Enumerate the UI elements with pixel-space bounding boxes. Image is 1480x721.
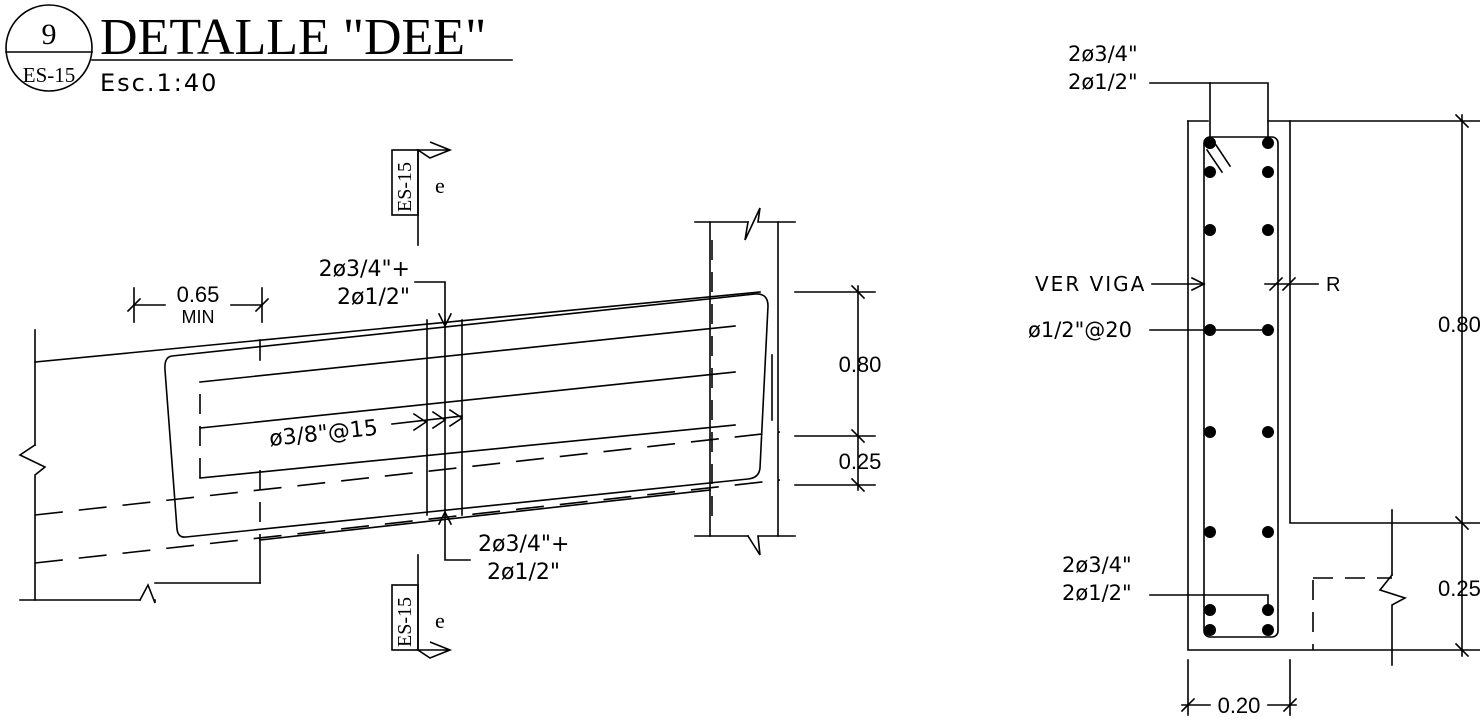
rebar-dot (1204, 137, 1216, 149)
leader-bottom-rebar (444, 513, 471, 561)
section-bottom-rebar-1: 2ø3/4" (1062, 553, 1132, 577)
cut-arrow-top (415, 141, 453, 159)
rebar-bottom (199, 424, 736, 479)
rebar-dot (1262, 624, 1274, 636)
section-stirrup (1203, 136, 1279, 638)
rebar-dot (1204, 604, 1216, 616)
rebar-top (199, 325, 736, 383)
beam-web-face (1289, 120, 1480, 524)
section-dim-depth: 0.80 (1438, 312, 1480, 337)
break-mark-column-bottom (746, 534, 796, 556)
break-mark-column-top (744, 207, 796, 241)
callout-top-rebar-1: 2ø3/4"+ (319, 257, 410, 282)
dim-beam-depth: 0.80 (839, 352, 882, 377)
section-rebars (1204, 137, 1274, 636)
section-dim-width: 0.20 (1218, 693, 1261, 718)
beam-bottom-dashed (34, 479, 781, 564)
dim-slab-depth: 0.25 (839, 449, 882, 474)
section-top-rebar-2: 2ø1/2" (1068, 70, 1138, 94)
cut-arrow-bottom (415, 641, 453, 659)
detail-bubble (5, 4, 93, 92)
detail-number: 9 (42, 18, 57, 51)
rebar-dot (1262, 166, 1274, 178)
slab-top-edge (34, 291, 761, 363)
callout-bottom-rebar-1: 2ø3/4"+ (478, 532, 569, 557)
rebar-dot (1204, 624, 1216, 636)
leader-top-rebar (414, 281, 446, 325)
beam-section: 2ø3/4" 2ø1/2" 2ø3/4" 2ø1/2" VER VIGA ø1/… (1028, 42, 1480, 718)
break-mark-left (18, 443, 47, 601)
rebar-dot (1262, 137, 1274, 149)
callout-stirrups: ø3/8"@15 (268, 416, 379, 452)
section-top-rebar-1: 2ø3/4" (1068, 42, 1138, 66)
cut-tag-bottom (391, 584, 419, 651)
detail-scale: Esc.1:40 (100, 69, 218, 97)
rebar-dot (1204, 526, 1216, 538)
dim-anchorage-length: 0.65 (177, 282, 220, 307)
slab-bottom-dashed (34, 431, 781, 516)
title-block: 9 ES-15 DETALLE "DEE" Esc.1:40 (5, 4, 513, 97)
section-ref-beam: VER VIGA (1035, 272, 1146, 296)
leader-section-bottom (1149, 594, 1269, 613)
section-dim-slab: 0.25 (1438, 576, 1480, 601)
rebar-dot (1204, 166, 1216, 178)
cut-sheet-bottom: ES-15 (394, 597, 416, 647)
section-cover: R (1326, 274, 1340, 296)
beam-elevation: ES-15 e ES-15 e 2ø3/4"+ 2ø1/2" 2ø3/4"+ 2… (18, 141, 882, 659)
rebar-dot (1262, 526, 1274, 538)
rebar-mid (199, 371, 736, 429)
section-side-bars: ø1/2"@20 (1028, 318, 1132, 342)
section-outline (1187, 120, 1480, 651)
cut-label-bottom: e (435, 608, 445, 633)
cut-tag-top (391, 149, 419, 216)
leader-stirrups (391, 415, 463, 425)
rebar-dot (1262, 224, 1274, 236)
section-bottom-rebar-2: 2ø1/2" (1062, 581, 1132, 605)
rebar-dot (1262, 426, 1274, 438)
callout-top-rebar-2: 2ø1/2" (337, 285, 410, 310)
callout-bottom-rebar-2: 2ø1/2" (487, 560, 560, 585)
cut-label-top: e (435, 173, 445, 198)
rebar-dot (1204, 426, 1216, 438)
leader-section-top (1149, 82, 1269, 138)
detail-title: DETALLE "DEE" (100, 9, 486, 66)
stirrup-outline (164, 293, 769, 538)
rebar-dot (1204, 224, 1216, 236)
dim-anchorage-note: MIN (182, 307, 215, 327)
cut-sheet-top: ES-15 (394, 162, 416, 212)
detail-sheet-ref: ES-15 (23, 63, 76, 87)
